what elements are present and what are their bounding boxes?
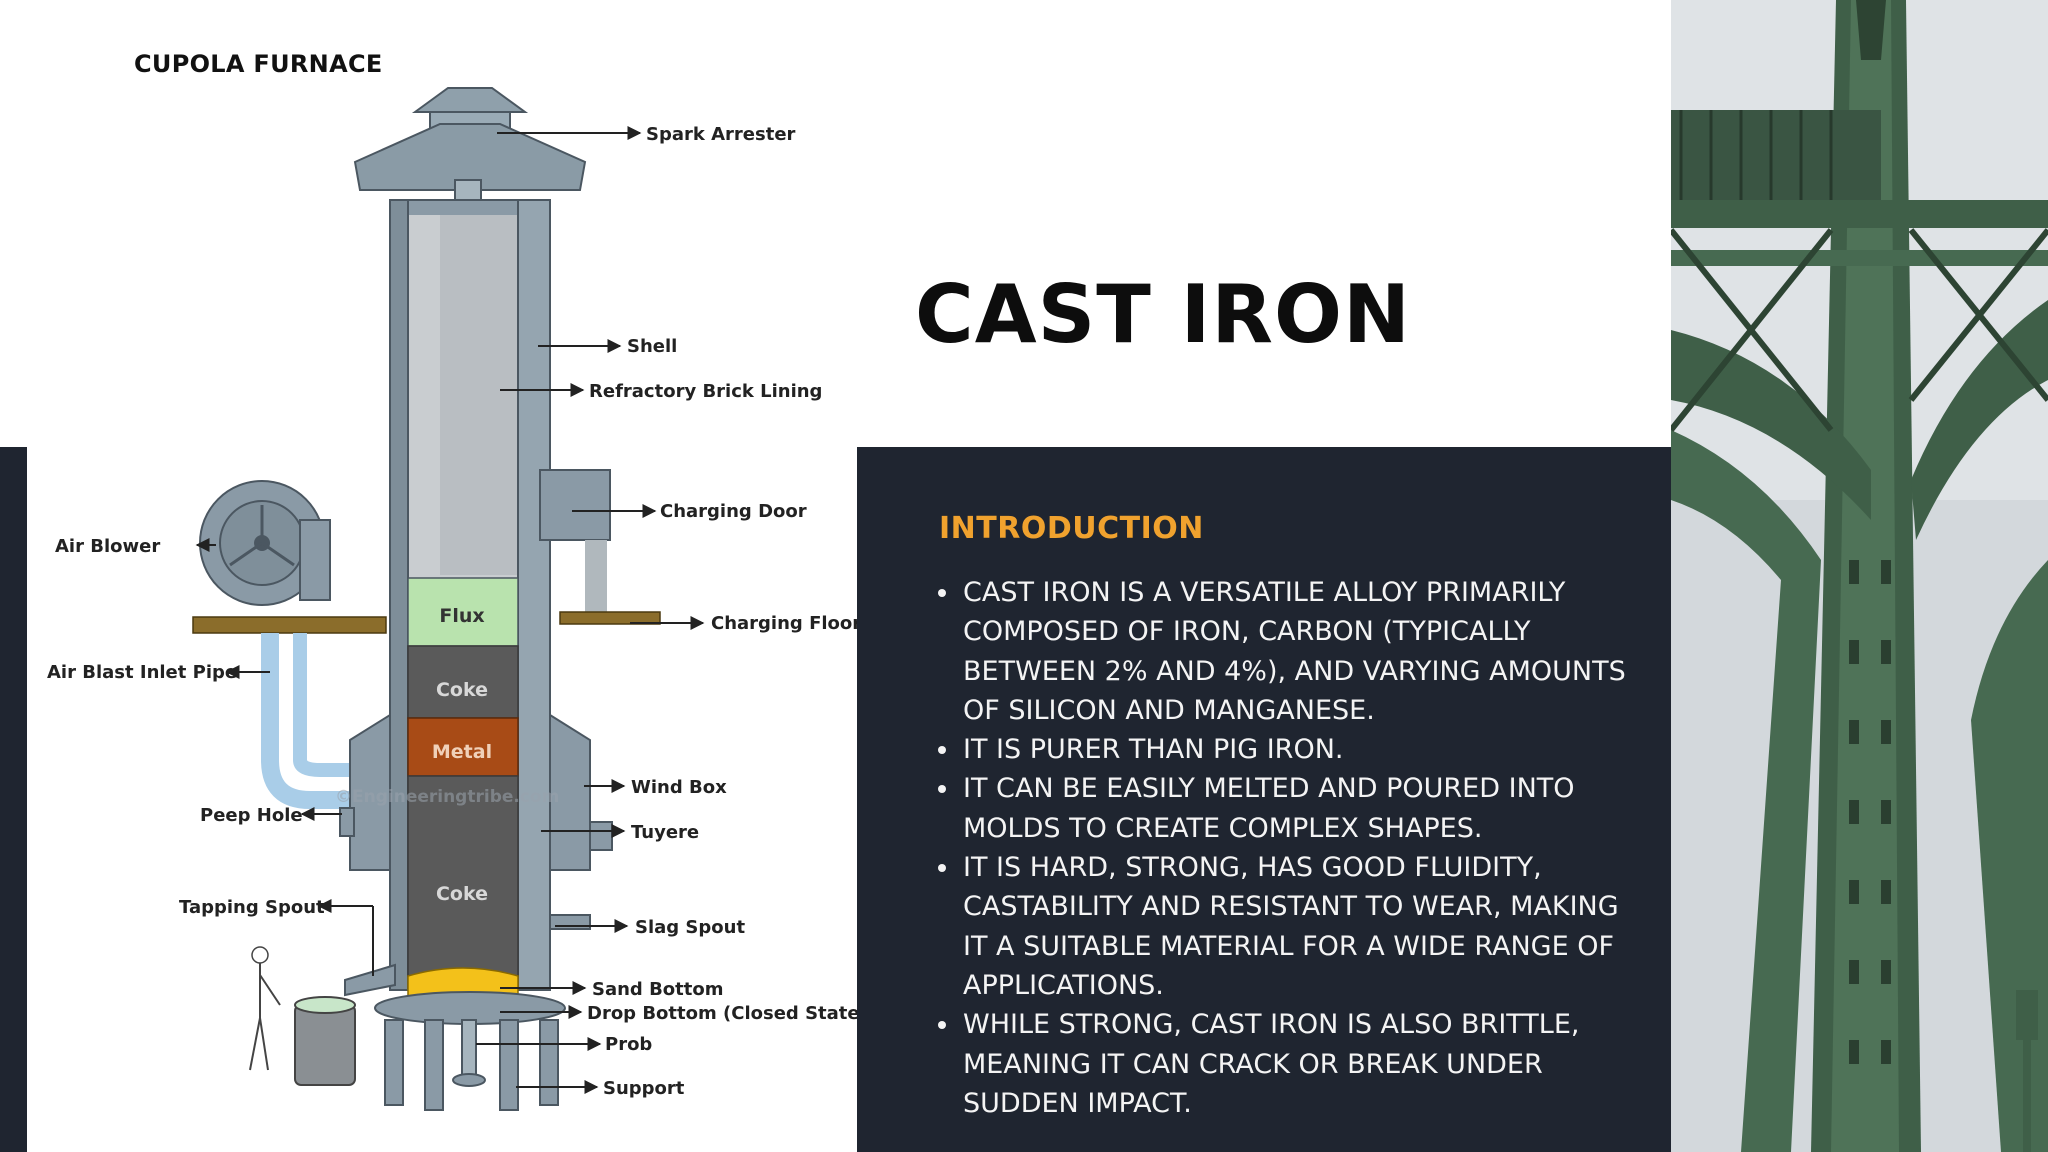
peep-hole — [339, 807, 355, 837]
watermark: ©Engineeringtribe.com — [335, 787, 559, 807]
label-slag-spout: Slag Spout — [635, 917, 745, 938]
introduction-list: CAST IRON IS A VERSATILE ALLOY PRIMARILY… — [938, 573, 1643, 1123]
layer-metal: Metal — [432, 741, 492, 763]
label-shell: Shell — [627, 336, 677, 357]
label-charging-door: Charging Door — [660, 501, 807, 522]
label-tapping-spout: Tapping Spout — [179, 897, 325, 918]
layer-coke-top: Coke — [436, 679, 488, 701]
worker-figure — [249, 946, 281, 1071]
air-blower — [192, 480, 387, 634]
layer-coke-bottom: Coke — [436, 883, 488, 905]
list-item: CAST IRON IS A VERSATILE ALLOY PRIMARILY… — [938, 573, 1643, 730]
label-tuyere: Tuyere — [631, 822, 699, 843]
air-blast-inlet-pipe — [261, 633, 355, 809]
diagram-title: CUPOLA FURNACE — [134, 50, 383, 78]
list-item: IT IS HARD, STRONG, HAS GOOD FLUIDITY, C… — [938, 848, 1643, 1005]
bridge-photo-image — [1671, 0, 2048, 1152]
list-item: IT IS PURER THAN PIG IRON. — [938, 730, 1643, 769]
bridge-photo — [1671, 0, 2048, 1152]
page-title: CAST IRON — [915, 268, 1411, 361]
charging-door — [539, 469, 611, 620]
label-air-blower: Air Blower — [55, 536, 160, 557]
label-charging-floor: Charging Floor — [711, 613, 861, 634]
tuyere — [589, 821, 613, 851]
label-sand-bottom: Sand Bottom — [592, 979, 724, 1000]
introduction-panel: INTRODUCTION CAST IRON IS A VERSATILE AL… — [857, 447, 1671, 1152]
label-prob: Prob — [605, 1034, 652, 1055]
label-refractory-lining: Refractory Brick Lining — [589, 381, 822, 402]
label-support: Support — [603, 1078, 685, 1099]
introduction-heading: INTRODUCTION — [939, 511, 1204, 546]
layer-flux: Flux — [439, 605, 484, 627]
list-item: WHILE STRONG, CAST IRON IS ALSO BRITTLE,… — [938, 1005, 1643, 1123]
support-legs — [374, 991, 566, 1111]
charging-floor — [559, 611, 661, 625]
label-spark-arrester: Spark Arrester — [646, 124, 796, 145]
ladle — [294, 996, 356, 1086]
label-drop-bottom: Drop Bottom (Closed State) — [587, 1003, 868, 1024]
label-air-blast-inlet: Air Blast Inlet Pipe — [47, 662, 237, 683]
list-item: IT CAN BE EASILY MELTED AND POURED INTO … — [938, 769, 1643, 848]
label-peep-hole: Peep Hole — [200, 805, 303, 826]
left-dark-strip — [0, 447, 27, 1152]
label-wind-box: Wind Box — [631, 777, 727, 798]
tapping-spout — [344, 963, 396, 997]
